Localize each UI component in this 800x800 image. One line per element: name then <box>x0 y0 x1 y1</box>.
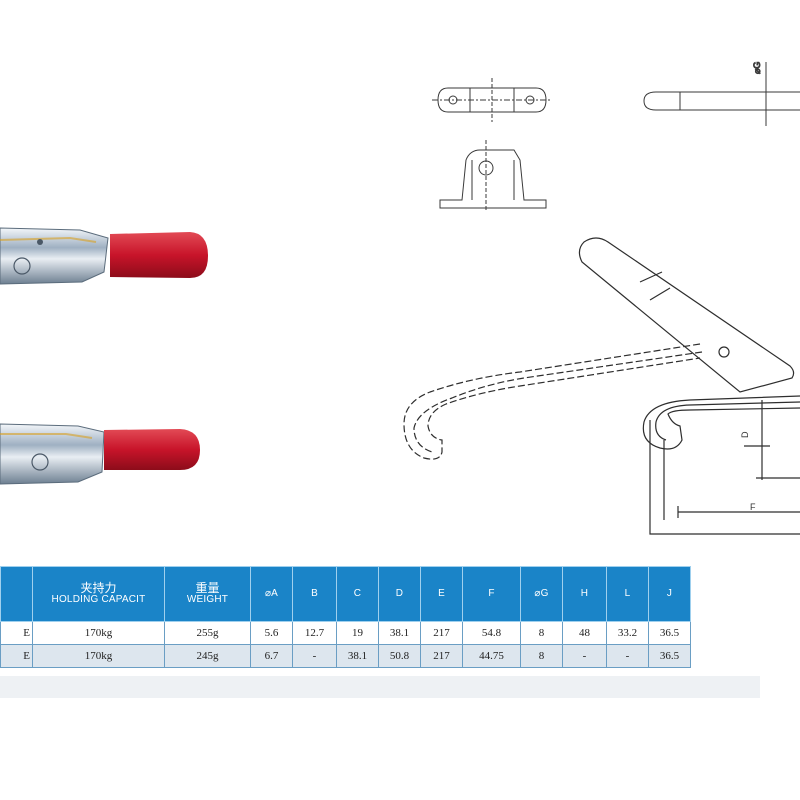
cell-g: 8 <box>520 621 563 645</box>
header-dim-c: C <box>336 566 379 622</box>
cell-model: E <box>0 621 33 645</box>
svg-text:⌀G: ⌀G <box>752 62 762 74</box>
cell-d: 38.1 <box>378 621 421 645</box>
cell-h: 48 <box>562 621 607 645</box>
table-shadow <box>0 676 760 698</box>
cell-capacity: 170kg <box>32 644 165 668</box>
header-dim-b: B <box>292 566 337 622</box>
cell-c: 38.1 <box>336 644 379 668</box>
cell-c: 19 <box>336 621 379 645</box>
header-model <box>0 566 33 622</box>
svg-text:F: F <box>750 502 756 512</box>
latch-photo-closed <box>0 423 200 485</box>
cell-b: 12.7 <box>292 621 337 645</box>
header-dim-a: ⌀A <box>250 566 293 622</box>
cell-l: - <box>606 644 649 668</box>
cell-a: 5.6 <box>250 621 293 645</box>
table-row: E 170kg 255g 5.6 12.7 19 38.1 217 54.8 8… <box>0 621 691 645</box>
header-dim-h: H <box>562 566 607 622</box>
header-dim-d: D <box>378 566 421 622</box>
header-dim-e: E <box>420 566 463 622</box>
cell-capacity: 170kg <box>32 621 165 645</box>
header-dim-l: L <box>606 566 649 622</box>
cell-l: 33.2 <box>606 621 649 645</box>
cell-weight: 255g <box>164 621 251 645</box>
cell-model: E <box>0 644 33 668</box>
cell-h: - <box>562 644 607 668</box>
technical-drawing: ⌀G F D <box>0 61 800 535</box>
cell-e: 217 <box>420 621 463 645</box>
header-dim-j: J <box>648 566 691 622</box>
header-dim-g: ⌀G <box>520 566 563 622</box>
cell-a: 6.7 <box>250 644 293 668</box>
cell-g: 8 <box>520 644 563 668</box>
cell-f: 44.75 <box>462 644 521 668</box>
svg-text:D: D <box>740 431 750 438</box>
table-row: E 170kg 245g 6.7 - 38.1 50.8 217 44.75 8… <box>0 644 691 668</box>
cell-j: 36.5 <box>648 644 691 668</box>
latch-photo-open <box>0 227 208 285</box>
header-dim-f: F <box>462 566 521 622</box>
cell-e: 217 <box>420 644 463 668</box>
cell-weight: 245g <box>164 644 251 668</box>
cell-d: 50.8 <box>378 644 421 668</box>
cell-j: 36.5 <box>648 621 691 645</box>
cell-b: - <box>292 644 337 668</box>
cell-f: 54.8 <box>462 621 521 645</box>
